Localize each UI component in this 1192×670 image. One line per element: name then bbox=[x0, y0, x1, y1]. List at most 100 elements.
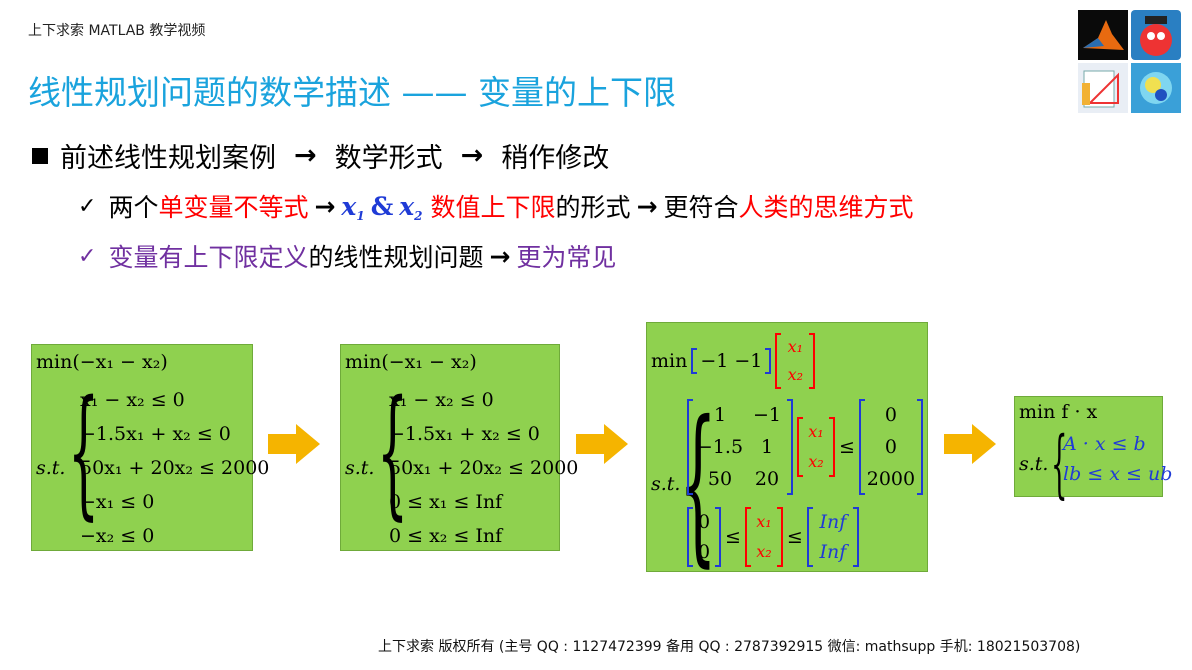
arrow-right-icon: → bbox=[314, 191, 336, 221]
le-sign: ≤ bbox=[725, 526, 741, 548]
formula-box-bounds: min(−x₁ − x₂) s.t. { x₁ − x₂ ≤ 0 −1.5x₁ … bbox=[340, 344, 578, 551]
arrow-right-icon: → bbox=[460, 140, 484, 171]
cell: 50 bbox=[707, 468, 733, 490]
page-title: 线性规划问题的数学描述 —— 变量的上下限 bbox=[28, 73, 676, 112]
sub-bullet-1: ✓ 两个 单变量不等式 → x1 & x2 数值上下限 的形式 → 更符合 人类… bbox=[78, 188, 914, 224]
flow-arrow-icon bbox=[576, 424, 628, 464]
footer-copyright: 上下求索 版权所有 (主号 QQ : 1127472399 备用 QQ : 27… bbox=[378, 639, 1081, 655]
cell: x₂ bbox=[787, 365, 804, 384]
formula-box-general: min f · x s.t. { A · x ≤ b lb ≤ x ≤ ub bbox=[1014, 396, 1172, 501]
brand-label: 上下求索 MATLAB 教学视频 bbox=[28, 23, 206, 39]
text-purple: 变量有上下限定义 bbox=[108, 243, 309, 272]
cell: 0 bbox=[884, 436, 897, 458]
st-label: s.t. bbox=[1019, 453, 1049, 475]
logo-group bbox=[1078, 10, 1182, 114]
le-sign: ≤ bbox=[839, 436, 855, 458]
text-red: 人类的思维方式 bbox=[738, 193, 914, 222]
cell: Inf bbox=[819, 541, 847, 563]
A-matrix: 1 −1 −1.5 1 50 20 bbox=[687, 399, 793, 495]
bounds-inequality: 0 0 ≤ x₁ x₂ ≤ Inf Inf bbox=[687, 507, 859, 567]
bullet-part3: 稍作修改 bbox=[501, 143, 610, 174]
square-bullet-icon bbox=[32, 147, 48, 164]
text-red: 数值上下限 bbox=[430, 193, 556, 222]
cell: 1 bbox=[713, 404, 727, 426]
cell: 20 bbox=[754, 468, 780, 490]
constraint: A · x ≤ b bbox=[1063, 433, 1146, 455]
constraint-list: x₁ − x₂ ≤ 0 −1.5x₁ + x₂ ≤ 0 50x₁ + 20x₂ … bbox=[389, 383, 578, 553]
x-vector: x₁ x₂ bbox=[775, 333, 816, 389]
constraint-list: x₁ − x₂ ≤ 0 −1.5x₁ + x₂ ≤ 0 50x₁ + 20x₂ … bbox=[80, 383, 269, 553]
flow-arrow-icon bbox=[944, 424, 996, 464]
brace-icon: { bbox=[68, 371, 100, 534]
cell: 0 bbox=[884, 404, 897, 426]
text: 的线性规划问题 bbox=[308, 243, 484, 272]
ub-vector: Inf Inf bbox=[806, 507, 859, 567]
constraint: −1.5x₁ + x₂ ≤ 0 bbox=[80, 423, 231, 445]
x-vector: x₁ x₂ bbox=[744, 507, 783, 567]
st-label: s.t. bbox=[36, 457, 66, 479]
cell: −1 bbox=[734, 350, 763, 372]
drawing-tools-icon bbox=[1078, 63, 1128, 113]
constraint: −x₂ ≤ 0 bbox=[80, 525, 155, 547]
objective: min(−x₁ − x₂) bbox=[36, 351, 168, 373]
sub-bullet-2: ✓ 变量有上下限定义 的线性规划问题 → 更为常见 bbox=[78, 238, 616, 274]
check-icon: ✓ bbox=[78, 243, 97, 269]
cell: 0 bbox=[697, 511, 711, 533]
constraint: 0 ≤ x₁ ≤ Inf bbox=[389, 491, 503, 513]
constraint: 50x₁ + 20x₂ ≤ 2000 bbox=[80, 457, 270, 479]
general-objective: min f · x bbox=[1019, 401, 1098, 423]
st-label: s.t. bbox=[345, 457, 375, 479]
check-icon: ✓ bbox=[78, 193, 97, 219]
cell: x₁ bbox=[756, 512, 772, 531]
text-purple: 更为常见 bbox=[516, 243, 617, 272]
constraint: −1.5x₁ + x₂ ≤ 0 bbox=[389, 423, 540, 445]
cell: x₂ bbox=[808, 452, 824, 471]
le-sign: ≤ bbox=[786, 526, 803, 548]
cell: x₂ bbox=[756, 542, 772, 561]
text-red: 单变量不等式 bbox=[158, 193, 309, 222]
brace-icon: { bbox=[377, 371, 409, 534]
arrow-right-icon: → bbox=[489, 241, 511, 271]
var-x1: x1 bbox=[341, 191, 365, 223]
matrix-inequality: 1 −1 −1.5 1 50 20 x₁ x₂ ≤ 0 0 2000 bbox=[687, 399, 923, 495]
arrow-right-icon: → bbox=[636, 191, 658, 221]
cell: x₁ bbox=[787, 337, 804, 356]
x-vector: x₁ x₂ bbox=[797, 417, 835, 477]
matrix-objective: min −1 −1 x₁ x₂ bbox=[651, 333, 816, 389]
cell: 1 bbox=[760, 436, 774, 458]
cell: −1 bbox=[700, 350, 729, 372]
ampersand: & bbox=[370, 191, 394, 221]
main-bullet: 前述线性规划案例 → 数学形式 → 稍作修改 bbox=[32, 136, 609, 175]
cell: 0 bbox=[697, 541, 711, 563]
b-vector: 0 0 2000 bbox=[858, 399, 923, 495]
text: 更符合 bbox=[663, 193, 739, 222]
st-label: s.t. bbox=[651, 473, 681, 495]
objective: min(−x₁ − x₂) bbox=[345, 351, 477, 373]
flow-arrow-icon bbox=[268, 424, 320, 464]
arrow-right-icon: → bbox=[294, 140, 317, 171]
constraint: 0 ≤ x₂ ≤ Inf bbox=[389, 525, 503, 547]
constraint: lb ≤ x ≤ ub bbox=[1063, 463, 1173, 485]
cell: −1.5 bbox=[696, 436, 744, 458]
constraint: x₁ − x₂ ≤ 0 bbox=[389, 389, 494, 411]
cell: x₁ bbox=[808, 422, 824, 441]
heatmap-icon bbox=[1131, 63, 1181, 113]
cell: −1 bbox=[752, 404, 781, 426]
bullet-part1: 前述线性规划案例 bbox=[60, 143, 276, 174]
var-x2: x2 bbox=[399, 191, 423, 223]
cell: 2000 bbox=[866, 468, 916, 490]
constraint: −x₁ ≤ 0 bbox=[80, 491, 155, 513]
brace-icon: { bbox=[1051, 421, 1068, 507]
lb-vector: 0 0 bbox=[687, 507, 721, 567]
general-constraints: A · x ≤ b lb ≤ x ≤ ub bbox=[1063, 429, 1172, 489]
constraint: 50x₁ + 20x₂ ≤ 2000 bbox=[389, 457, 579, 479]
min-label: min bbox=[651, 350, 688, 372]
cost-row: −1 −1 bbox=[691, 348, 772, 374]
text: 的形式 bbox=[555, 193, 631, 222]
text: 两个 bbox=[108, 193, 159, 222]
brace-icon: { bbox=[679, 385, 717, 583]
cartoon-logo-icon bbox=[1131, 10, 1181, 60]
bullet-part2: 数学形式 bbox=[334, 143, 443, 174]
cell: Inf bbox=[819, 511, 847, 533]
matlab-logo-icon bbox=[1078, 10, 1128, 60]
